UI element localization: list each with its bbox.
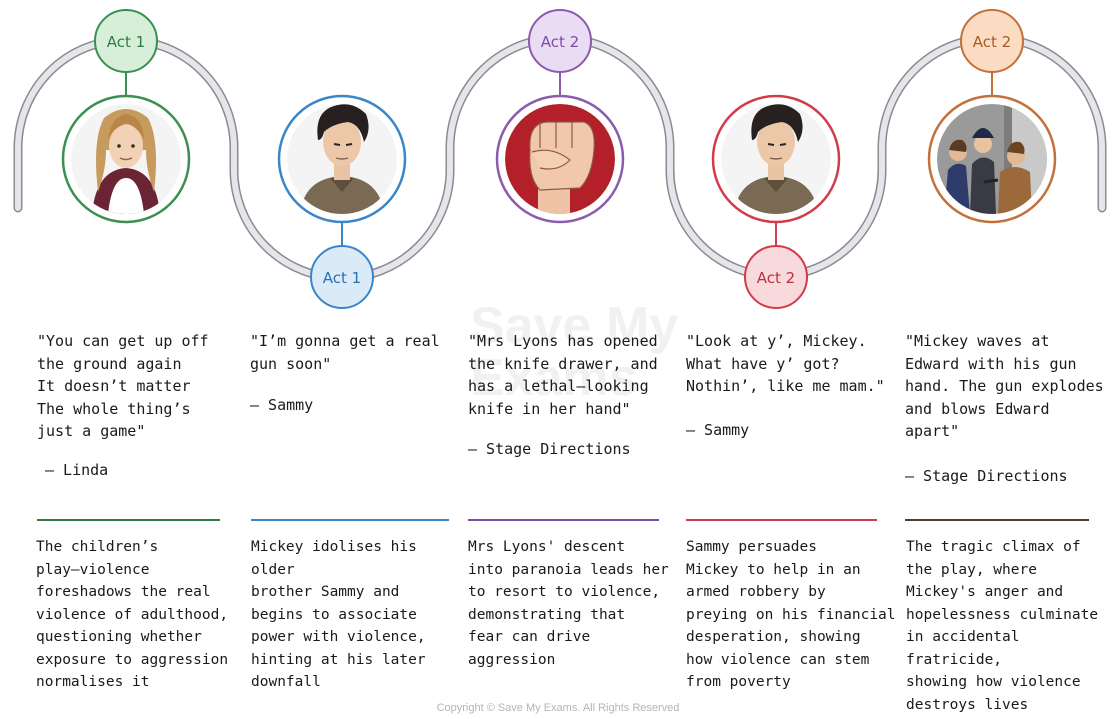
act-label-2: Act 1 xyxy=(323,269,361,287)
linda-portrait-icon xyxy=(71,104,181,214)
column-1: "You can get up off the ground again It … xyxy=(37,330,242,443)
attribution-3: – Stage Directions xyxy=(468,440,631,458)
divider-2 xyxy=(251,519,449,521)
act-label-5: Act 2 xyxy=(973,33,1011,51)
analysis-4: Sammy persuades Mickey to help in an arm… xyxy=(686,539,896,690)
watermark: Save My Exams xyxy=(470,297,679,407)
shooting-scene-icon xyxy=(937,104,1047,214)
divider-5 xyxy=(905,519,1089,521)
timeline-wave: Act 1 Act 1 xyxy=(13,9,1107,309)
quote-1: "You can get up off the ground again It … xyxy=(37,332,209,440)
node-5: Act 2 xyxy=(927,9,1057,224)
node-1: Act 1 xyxy=(61,9,191,224)
node-4: Act 2 xyxy=(711,94,841,309)
attribution-2: – Sammy xyxy=(250,396,314,414)
node-3: Act 2 xyxy=(495,9,625,224)
act-label-4: Act 2 xyxy=(757,269,795,287)
raised-fist-icon xyxy=(505,104,615,214)
quote-4: "Look at y’, Mickey. What have y’ got? N… xyxy=(686,332,885,395)
column-4: "Look at y’, Mickey. What have y’ got? N… xyxy=(686,330,891,398)
attribution-1: – Linda xyxy=(45,461,109,479)
act-label-1: Act 1 xyxy=(107,33,145,51)
column-2: "I’m gonna get a real gun soon" xyxy=(250,330,455,375)
attribution-4: – Sammy xyxy=(686,421,750,439)
attribution-5: – Stage Directions xyxy=(905,467,1068,485)
sammy-portrait-icon xyxy=(287,104,397,214)
column-3: "Mrs Lyons has opened the knife drawer, … xyxy=(468,330,673,420)
act-label-3: Act 2 xyxy=(541,33,579,51)
analysis-2: Mickey idolises his older brother Sammy … xyxy=(251,539,426,690)
divider-1 xyxy=(37,519,220,521)
analysis-1: The children’s play–violence foreshadows… xyxy=(36,539,229,690)
quote-5: "Mickey waves at Edward with his gun han… xyxy=(905,332,1104,440)
analysis-3: Mrs Lyons' descent into paranoia leads h… xyxy=(468,539,669,668)
divider-4 xyxy=(686,519,877,521)
quote-2: "I’m gonna get a real gun soon" xyxy=(250,332,440,373)
node-2: Act 1 xyxy=(277,94,407,309)
column-5: "Mickey waves at Edward with his gun han… xyxy=(905,330,1110,443)
copyright-notice: Copyright © Save My Exams. All Rights Re… xyxy=(436,702,680,714)
analysis-5: The tragic climax of the play, where Mic… xyxy=(906,539,1099,713)
divider-3 xyxy=(468,519,659,521)
sammy-portrait-icon-2 xyxy=(721,104,831,214)
quote-3: "Mrs Lyons has opened the knife drawer, … xyxy=(468,332,658,418)
